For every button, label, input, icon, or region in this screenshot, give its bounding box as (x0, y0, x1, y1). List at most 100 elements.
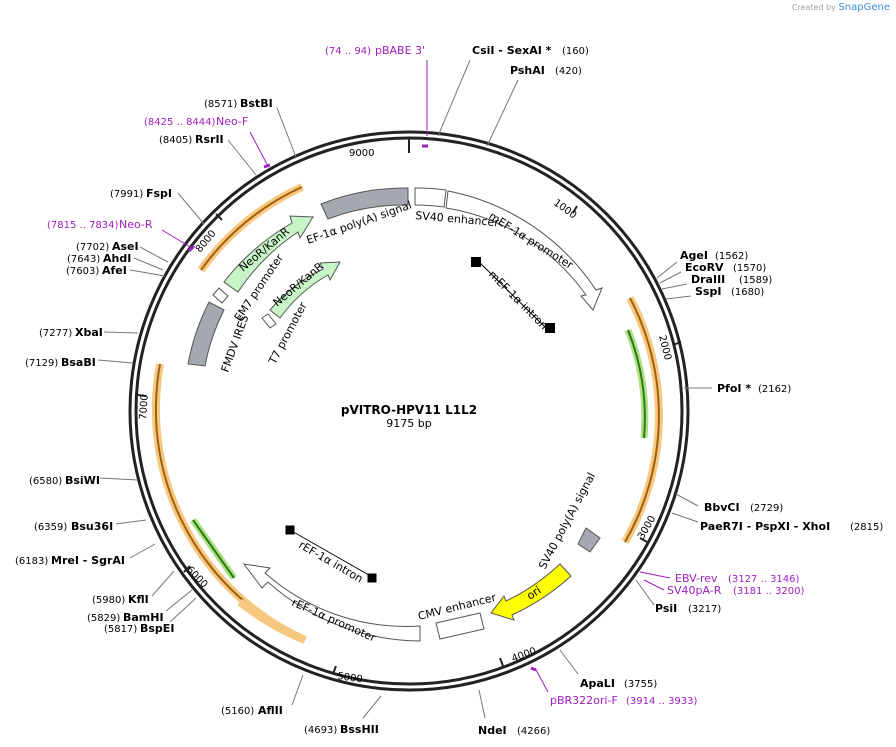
svg-text:(2162): (2162) (758, 384, 791, 395)
svg-text:(7129): (7129) (25, 358, 58, 369)
features (187, 187, 603, 642)
svg-text:(5160): (5160) (221, 706, 254, 717)
svg-text:(7643): (7643) (67, 254, 100, 265)
feature-em7 (212, 287, 229, 304)
svg-text:(6359): (6359) (34, 522, 67, 533)
svg-text:(7277): (7277) (39, 328, 72, 339)
svg-text:CsiI - SexAI *: CsiI - SexAI * (472, 44, 552, 57)
primer-marks (161, 60, 671, 693)
site-paer7i: PaeR7I - PspXI - XhoI(2815) (700, 520, 883, 533)
site-apali: ApaLI(3755) (580, 677, 657, 690)
orf-green-left-core (192, 519, 235, 579)
svg-text:PsiI: PsiI (655, 602, 677, 615)
svg-text:(7702): (7702) (76, 242, 109, 253)
feature-mef1a-promoter (445, 190, 603, 311)
site-rsrii: (8405)RsrII (159, 133, 224, 146)
svg-text:BbvCI: BbvCI (704, 501, 740, 514)
svg-text:KflI: KflI (128, 593, 149, 606)
svg-text:(1680): (1680) (731, 287, 764, 298)
site-sspi: SspI (1680) (695, 285, 764, 298)
backbone-outer (128, 130, 690, 692)
svg-text:AflII: AflII (258, 704, 283, 717)
svg-text:AhdI: AhdI (103, 252, 131, 265)
feature-fmdv-ires (187, 301, 225, 367)
feature-ef1a-polya (320, 187, 409, 220)
svg-text:(5980): (5980) (92, 595, 125, 606)
feature-cmv-enh (435, 612, 485, 640)
brand-name: SnapGene (838, 2, 890, 13)
svg-text:(3755): (3755) (624, 679, 657, 690)
site-psii: PsiI (3217) (655, 602, 721, 615)
site-draiii: DraIII(1589) (691, 273, 772, 286)
feature-t7 (261, 313, 277, 329)
svg-text:BstBI: BstBI (240, 97, 273, 110)
svg-text:(5817): (5817) (104, 624, 137, 635)
backbone-inner (134, 136, 684, 686)
site-xbai: (7277)XbaI (39, 326, 103, 339)
primer-neo-f: (8425 .. 8444)Neo-F (144, 115, 248, 128)
svg-text:(160): (160) (562, 46, 589, 57)
svg-text:BsiWI: BsiWI (65, 474, 100, 487)
tick-9000: 9000 (349, 148, 374, 159)
svg-text:(3127 .. 3146): (3127 .. 3146) (728, 574, 800, 585)
orf-arc-right-core (624, 297, 660, 543)
svg-text:BspEI: BspEI (140, 622, 174, 635)
tick-5000: 5000 (337, 671, 364, 685)
svg-text:BamHI: BamHI (123, 611, 164, 624)
primer-ebv-rev: EBV-rev (3127 .. 3146) (675, 572, 800, 585)
plasmid-length: 9175 bp (386, 417, 431, 430)
orf-arcs (151, 183, 663, 644)
site-leaders (97, 59, 712, 719)
primer-pbabe3: (74 .. 94) pBABE 3' (325, 44, 425, 57)
svg-text:(7603): (7603) (66, 266, 99, 277)
site-ecorv: EcoRV(1570) (685, 261, 766, 274)
site-aflii: (5160) AflII (221, 704, 283, 717)
brand-created-by: Created by (791, 3, 836, 12)
svg-text:pBR322ori-F: pBR322ori-F (550, 694, 618, 707)
svg-text:SspI: SspI (695, 285, 721, 298)
svg-text:(4266): (4266) (517, 726, 550, 737)
site-csii: CsiI - SexAI * (160) (472, 44, 589, 57)
svg-text:(3217): (3217) (688, 604, 721, 615)
svg-text:NdeI: NdeI (478, 724, 507, 737)
snapgene-brand: Created by SnapGene (792, 2, 890, 13)
svg-text:BsaBI: BsaBI (61, 356, 96, 369)
feature-ref1a-promoter (242, 563, 421, 642)
site-afei: (7603)AfeI (66, 264, 127, 277)
svg-text:(74 .. 94): (74 .. 94) (325, 46, 371, 57)
svg-text:pBABE 3': pBABE 3' (375, 44, 425, 57)
svg-text:EBV-rev: EBV-rev (675, 572, 718, 585)
site-asei: (7702)AseI (76, 240, 139, 253)
feature-mef1a-intron (471, 257, 555, 333)
svg-text:AfeI: AfeI (102, 264, 127, 277)
site-bamhi: (5829)BamHI (87, 611, 164, 624)
svg-text:Neo-F: Neo-F (216, 115, 248, 128)
site-bsiwi: (6580)BsiWI (29, 474, 100, 487)
ticks (137, 139, 682, 675)
site-agei: AgeI(1562) (680, 249, 748, 262)
svg-text:AgeI: AgeI (680, 249, 708, 262)
feature-sv40-enh (414, 187, 447, 208)
svg-text:(6580): (6580) (29, 476, 62, 487)
primer-neo-r: (7815 .. 7834)Neo-R (47, 218, 153, 231)
svg-text:(7991): (7991) (110, 189, 143, 200)
site-fspi: (7991)FspI (110, 187, 172, 200)
orf-arc-topleft-core (200, 186, 303, 271)
svg-text:PaeR7I - PspXI - XhoI: PaeR7I - PspXI - XhoI (700, 520, 830, 533)
feature-neo1 (223, 215, 314, 293)
svg-text:FspI: FspI (146, 187, 172, 200)
site-bsshii: (4693)BssHII (304, 723, 379, 736)
feature-neo2 (269, 261, 341, 319)
svg-text:(420): (420) (555, 66, 582, 77)
orf-green-right-core (627, 329, 646, 439)
svg-text:(2729): (2729) (750, 503, 783, 514)
primer-pbr322ori-f: pBR322ori-F (3914 .. 3933) (550, 694, 698, 707)
svg-text:(5829): (5829) (87, 613, 120, 624)
primer-sv40pa-r: SV40pA-R(3181 .. 3200) (667, 584, 805, 597)
svg-text:Bsu36I: Bsu36I (71, 520, 113, 533)
svg-text:(7815 .. 7834): (7815 .. 7834) (47, 220, 119, 231)
svg-text:BssHII: BssHII (340, 723, 379, 736)
svg-text:(3914 .. 3933): (3914 .. 3933) (626, 696, 698, 707)
